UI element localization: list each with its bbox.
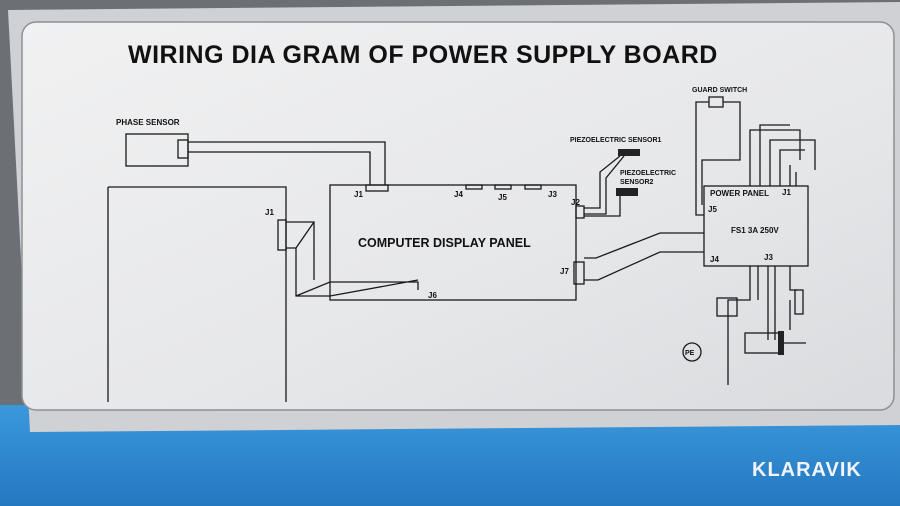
- left-j1-label: J1: [265, 208, 274, 217]
- pe-label: PE: [685, 350, 695, 357]
- cdp-j7-label: J7: [560, 267, 569, 276]
- phase-sensor-label: PHASE SENSOR: [116, 118, 180, 127]
- computer-display-panel-box: [329, 184, 577, 301]
- j3-j4-wiring: [727, 266, 797, 385]
- watermark-logo: KLARAVIK: [752, 459, 862, 481]
- left-j1-connector: [277, 219, 287, 251]
- cdp-j5-label: J5: [498, 193, 507, 202]
- resistor-icon: [794, 289, 804, 315]
- piezo-sensor1-icon: [618, 149, 640, 156]
- phase-sensor-connector: [177, 139, 189, 159]
- pp-j4-label: J4: [710, 255, 719, 264]
- pp-j3-label: J3: [764, 253, 773, 262]
- cdp-j2-label: J2: [571, 198, 580, 207]
- power-panel-box: [703, 185, 809, 267]
- cdp-j3-connector: [524, 184, 542, 190]
- motor-shaft-base: [778, 331, 784, 355]
- cdp-j4-connector: [465, 184, 483, 190]
- phase-sensor-cable: [188, 141, 386, 185]
- piezo-sensor2-label: PIEZOELECTRIC: [620, 170, 676, 177]
- left-unit-box: [107, 186, 287, 402]
- piezo-sensor2-label-2: SENSOR2: [620, 179, 654, 186]
- cdp-j1-connector: [365, 184, 389, 192]
- cdp-j3-label: J3: [548, 190, 557, 199]
- computer-display-panel-label: COMPUTER DISPLAY PANEL: [358, 236, 531, 250]
- guard-switch-label: GUARD SWITCH: [692, 87, 747, 94]
- piezo-sensor1-label: PIEZOELECTRIC SENSOR1: [570, 137, 662, 144]
- fuse-label: FS1 3A 250V: [731, 226, 779, 235]
- j1-wiring: [749, 124, 816, 186]
- pp-j1-label: J1: [782, 188, 791, 197]
- ribbon-cable: [286, 221, 419, 297]
- power-panel-label: POWER PANEL: [710, 189, 769, 198]
- cdp-j6-label: J6: [428, 291, 437, 300]
- cdp-j5-connector: [494, 184, 512, 190]
- cdp-j2-connector: [575, 205, 585, 219]
- power-switch-icon: [716, 297, 738, 317]
- cdp-j4-label: J4: [454, 190, 463, 199]
- cdp-j7-connector: [573, 261, 585, 285]
- label-sticker: [21, 21, 895, 411]
- pe-ground-icon: [682, 342, 702, 362]
- guard-switch-cable: [695, 101, 741, 216]
- piezo-cables: [584, 155, 625, 217]
- piezo-sensor2-icon: [616, 188, 638, 196]
- cdp-j1-label: J1: [354, 190, 363, 199]
- diagram-title: WIRING DIA GRAM OF POWER SUPPLY BOARD: [128, 41, 718, 69]
- pp-j5-label: J5: [708, 205, 717, 214]
- power-cable-j7: [584, 232, 704, 281]
